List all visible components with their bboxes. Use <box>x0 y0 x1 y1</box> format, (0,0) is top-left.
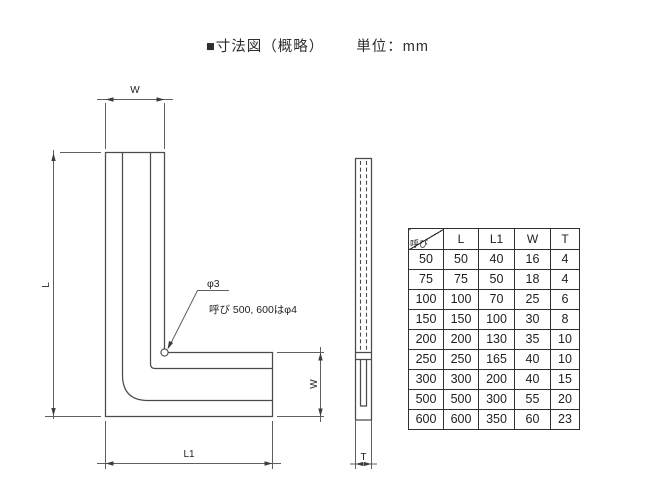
table-cell: 130 <box>478 329 515 350</box>
front-view <box>104 151 274 418</box>
table-cell: 30 <box>514 309 551 330</box>
table-cell: 500 <box>443 389 479 410</box>
table-cell: 165 <box>478 349 515 370</box>
table-cell: 300 <box>478 389 515 410</box>
table-cell: 55 <box>514 389 551 410</box>
t-dimension: T <box>350 420 377 469</box>
table-cell: 500 <box>408 389 444 410</box>
table-cell: 75 <box>443 269 479 290</box>
table-corner-cell: 呼び <box>408 228 444 250</box>
drawing-heading: ■寸法図（概略） <box>206 39 325 55</box>
table-cell: 75 <box>408 269 444 290</box>
side-view <box>354 157 373 421</box>
column-header-l: L <box>443 228 479 250</box>
table-cell: 25 <box>514 289 551 310</box>
unit-label: 単位：mm <box>356 39 429 55</box>
table-cell: 200 <box>408 329 444 350</box>
table-cell: 600 <box>443 409 479 430</box>
table-cell: 23 <box>550 409 580 430</box>
table-cell: 50 <box>408 249 444 270</box>
page-title: ■寸法図（概略） 単位：mm <box>206 35 429 56</box>
table-cell: 20 <box>550 389 580 410</box>
corner-label: 呼び <box>410 239 429 249</box>
column-header-t: T <box>550 228 580 250</box>
table-cell: 350 <box>478 409 515 430</box>
side-view-cross-lines <box>355 351 372 361</box>
table-cell: 150 <box>408 309 444 330</box>
table-cell: 18 <box>514 269 551 290</box>
table-cell: 4 <box>550 269 580 290</box>
table-cell: 100 <box>443 289 479 310</box>
table-cell: 100 <box>408 289 444 310</box>
table-cell: 100 <box>478 309 515 330</box>
table-cell: 200 <box>478 369 515 390</box>
table-cell: 200 <box>443 329 479 350</box>
table-cell: 300 <box>408 369 444 390</box>
hole-leader: φ3 呼び 500, 600はφ4 <box>167 278 297 350</box>
l-left-label: L <box>41 282 52 288</box>
l-dimension: L <box>41 150 101 419</box>
table-cell: 10 <box>550 349 580 370</box>
bevel-line-outer <box>121 152 273 402</box>
hole-diameter-label: φ3 <box>207 278 220 290</box>
table-cell: 35 <box>514 329 551 350</box>
column-header-l1: L1 <box>478 228 515 250</box>
table-cell: 50 <box>478 269 515 290</box>
leader-arrowhead <box>167 340 174 350</box>
w-dimension-right: W <box>277 347 324 422</box>
table-cell: 10 <box>550 329 580 350</box>
table-cell: 70 <box>478 289 515 310</box>
table-cell: 250 <box>443 349 479 370</box>
table-cell: 40 <box>514 369 551 390</box>
column-header-w: W <box>514 228 551 250</box>
table-cell: 8 <box>550 309 580 330</box>
table-cell: 15 <box>550 369 580 390</box>
l1-dimension: L1 <box>97 421 281 469</box>
table-cell: 60 <box>514 409 551 430</box>
table-cell: 600 <box>408 409 444 430</box>
table-cell: 16 <box>514 249 551 270</box>
side-view-chamfer-lines <box>359 359 368 407</box>
bevel-line-inner <box>149 152 273 370</box>
table-header-row: 呼び L L1 W T <box>408 228 580 250</box>
table-cell: 4 <box>550 249 580 270</box>
side-view-outline <box>354 157 373 421</box>
table-cell: 40 <box>478 249 515 270</box>
front-view-outline <box>104 151 274 418</box>
table-cell: 6 <box>550 289 580 310</box>
w-dimension-top: W <box>97 85 173 149</box>
l1-bottom-label: L1 <box>183 449 195 460</box>
table-cell: 300 <box>443 369 479 390</box>
w-top-label: W <box>130 85 140 96</box>
table-cell: 50 <box>443 249 479 270</box>
table-cell: 150 <box>443 309 479 330</box>
side-view-hidden-lines <box>359 161 368 352</box>
table-cell: 40 <box>514 349 551 370</box>
w-right-label: W <box>309 379 320 389</box>
t-side-label: T <box>360 452 366 463</box>
hole-note-label: 呼び 500, 600はφ4 <box>209 304 297 316</box>
table-cell: 250 <box>408 349 444 370</box>
hole-circle <box>160 348 169 357</box>
